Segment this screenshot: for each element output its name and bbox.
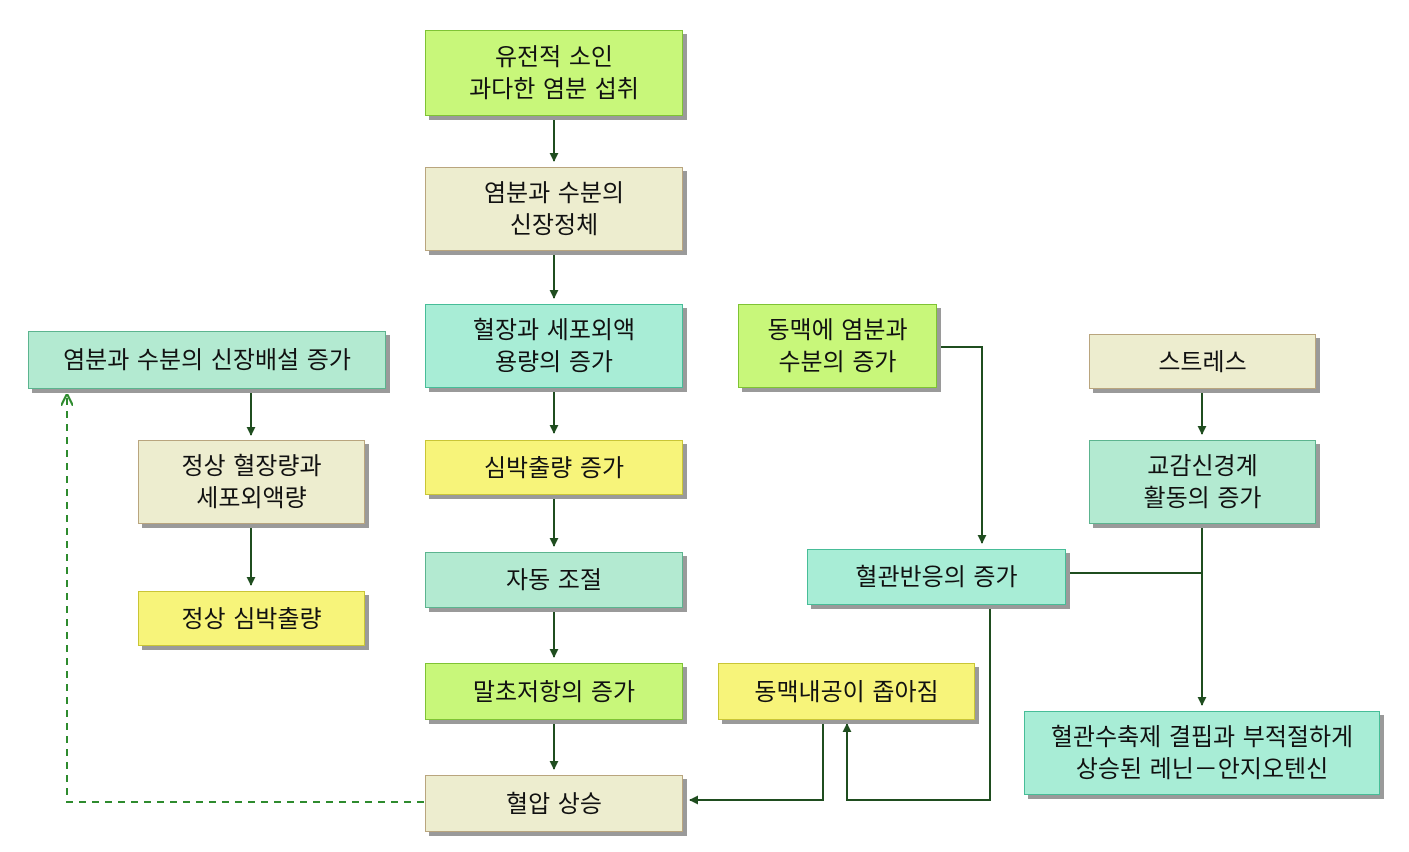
node-normal-cardiac-output: 정상 심박출량 [138,591,365,646]
arrow-lumen-to-bp [689,722,824,805]
node-stress: 스트레스 [1089,334,1316,389]
node-blood-pressure-rise: 혈압 상승 [425,775,683,832]
node-renal-retention: 염분과 수분의 신장정체 [425,167,683,251]
node-normal-volume: 정상 혈장량과 세포외액량 [138,440,365,524]
node-autoregulation: 자동 조절 [425,552,683,608]
node-vasoconstrictor-deficiency: 혈관수축제 결핍과 부적절하게 상승된 레닌－안지오텐신 [1024,711,1380,795]
node-volume-increase: 혈장과 세포외액 용량의 증가 [425,304,683,388]
arrow-vascular-to-lumen [842,606,991,801]
node-arterial-salt-water-increase: 동맥에 염분과 수분의 증가 [738,304,937,388]
node-peripheral-resistance-increase: 말초저항의 증가 [425,663,683,720]
arrow-arterial-to-vascular [937,346,987,544]
node-sympathetic-activity-increase: 교감신경계 활동의 증가 [1089,440,1316,524]
node-genetic-salt-intake: 유전적 소인 과다한 염분 섭취 [425,30,683,116]
node-renal-excretion-increase: 염분과 수분의 신장배설 증가 [28,331,386,389]
dashed-arrow-bp-to-excretion [67,395,424,803]
node-vascular-response-increase: 혈관반응의 증가 [807,549,1066,605]
node-lumen-narrowing: 동맥내공이 좁아짐 [718,663,975,720]
node-cardiac-output-increase: 심박출량 증가 [425,440,683,495]
